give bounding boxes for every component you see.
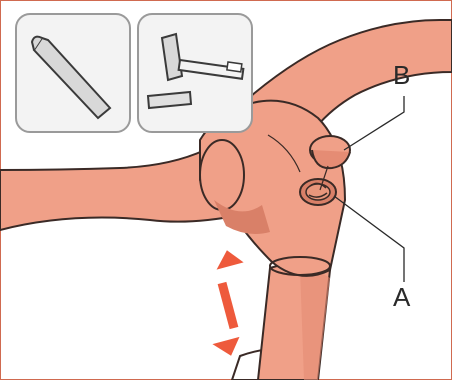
tool-panel-allen-key (16, 14, 130, 132)
tool-panel-hammer (138, 14, 252, 132)
bolt-hole-icon (300, 179, 336, 205)
callout-label-b: B (393, 62, 410, 88)
callout-label-a: A (393, 284, 410, 310)
